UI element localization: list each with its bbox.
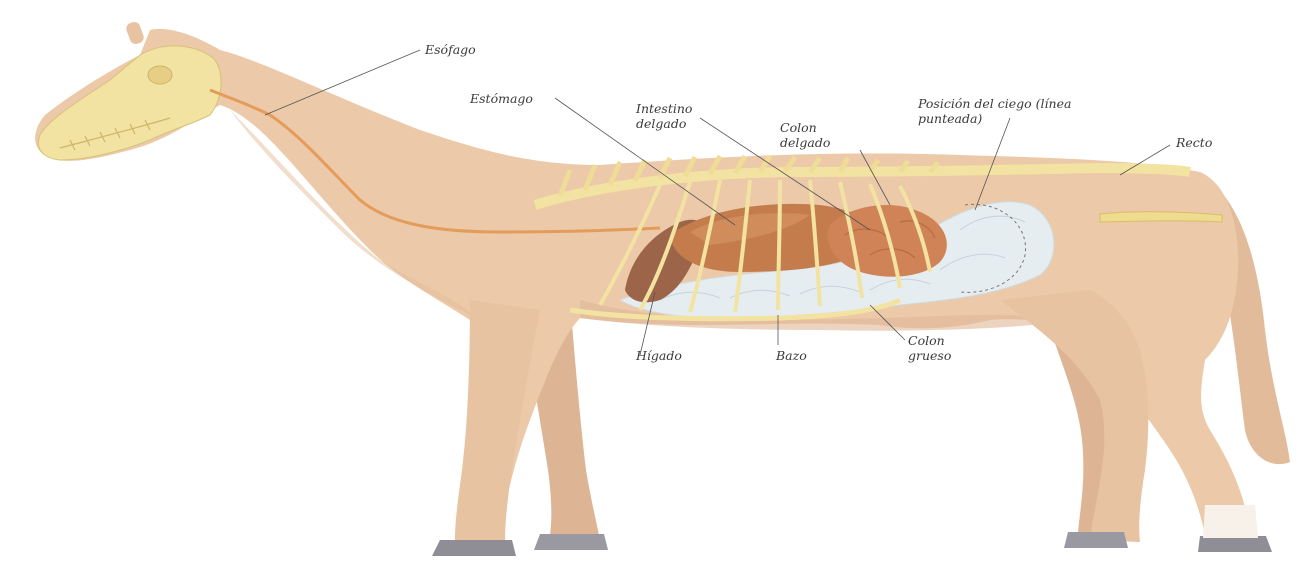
ear xyxy=(125,20,146,45)
label-intestino-delgado: Intestino delgado xyxy=(636,101,692,131)
hoof-far-hind xyxy=(1064,532,1128,548)
white-sock xyxy=(1203,505,1258,538)
label-bazo: Bazo xyxy=(776,348,807,363)
near-hindleg xyxy=(1000,290,1148,542)
hoof-near-front xyxy=(432,540,516,556)
hoof-far-front xyxy=(534,534,608,550)
label-colon-grueso: Colon grueso xyxy=(908,333,951,363)
eye-orbit xyxy=(148,66,172,84)
label-posicion-ciego-line1: Posición del ciego (línea xyxy=(918,96,1071,111)
hoof-near-hind xyxy=(1198,536,1272,552)
label-posicion-ciego-line2: punteada) xyxy=(918,111,1071,126)
label-colon-delgado-line2: delgado xyxy=(780,135,830,150)
label-colon-delgado-line1: Colon xyxy=(780,120,830,135)
label-estomago: Estómago xyxy=(470,91,533,106)
label-intestino-line2: delgado xyxy=(636,116,692,131)
label-colon-grueso-line1: Colon xyxy=(908,333,951,348)
label-higado: Hígado xyxy=(636,348,682,363)
label-colon-grueso-line2: grueso xyxy=(908,348,951,363)
label-colon-delgado: Colon delgado xyxy=(780,120,830,150)
label-esofago: Esófago xyxy=(425,42,476,57)
label-recto: Recto xyxy=(1176,135,1212,150)
label-intestino-line1: Intestino xyxy=(636,101,692,116)
rectum xyxy=(1100,212,1222,222)
label-posicion-ciego: Posición del ciego (línea punteada) xyxy=(918,96,1071,126)
